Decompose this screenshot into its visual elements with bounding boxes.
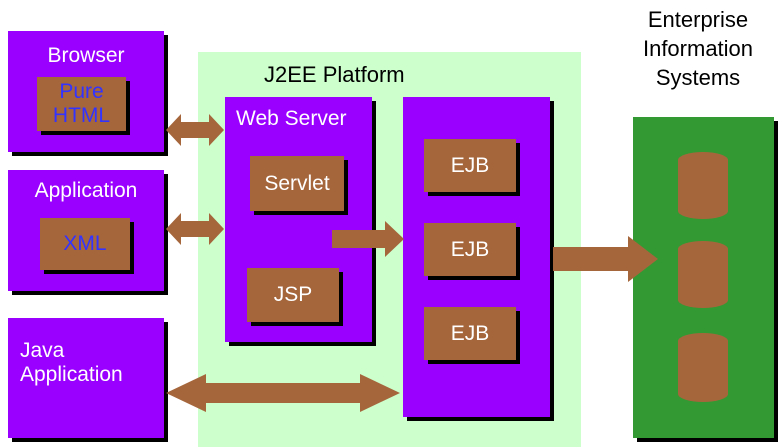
java-application-box [8,318,164,438]
ejb-box: EJB [424,139,516,192]
eis-title-line-1: Enterprise [647,7,749,32]
servlet-box: Servlet [250,156,344,211]
right-arrow-icon [332,221,404,257]
pure-html-box: Pure HTML [37,77,126,131]
ejb-box: EJB [424,307,516,360]
eis-title: Enterprise Information Systems [618,5,778,92]
double-arrow-icon [166,114,224,146]
jsp-box: JSP [247,268,339,322]
java-application-line-2: Application [20,363,123,386]
web-server-title: Web Server [236,107,347,130]
database-icon [678,241,728,308]
eis-title-line-2: Information [642,36,754,61]
double-arrow-icon [166,374,400,412]
right-arrow-icon [553,236,658,282]
application-title: Application [34,179,138,202]
java-application-line-1: Java [20,339,65,362]
eis-title-line-3: Systems [655,65,741,90]
pure-html-line-2: HTML [52,104,111,127]
pure-html-line-1: Pure [59,80,104,103]
double-arrow-icon [166,213,224,245]
java-application-title: Java Application [20,339,123,387]
database-icon [678,152,728,219]
j2ee-platform-title: J2EE Platform [264,62,405,87]
ejb-box: EJB [424,223,516,276]
browser-title: Browser [47,44,125,67]
xml-box: XML [40,218,130,270]
database-icon [678,333,728,402]
